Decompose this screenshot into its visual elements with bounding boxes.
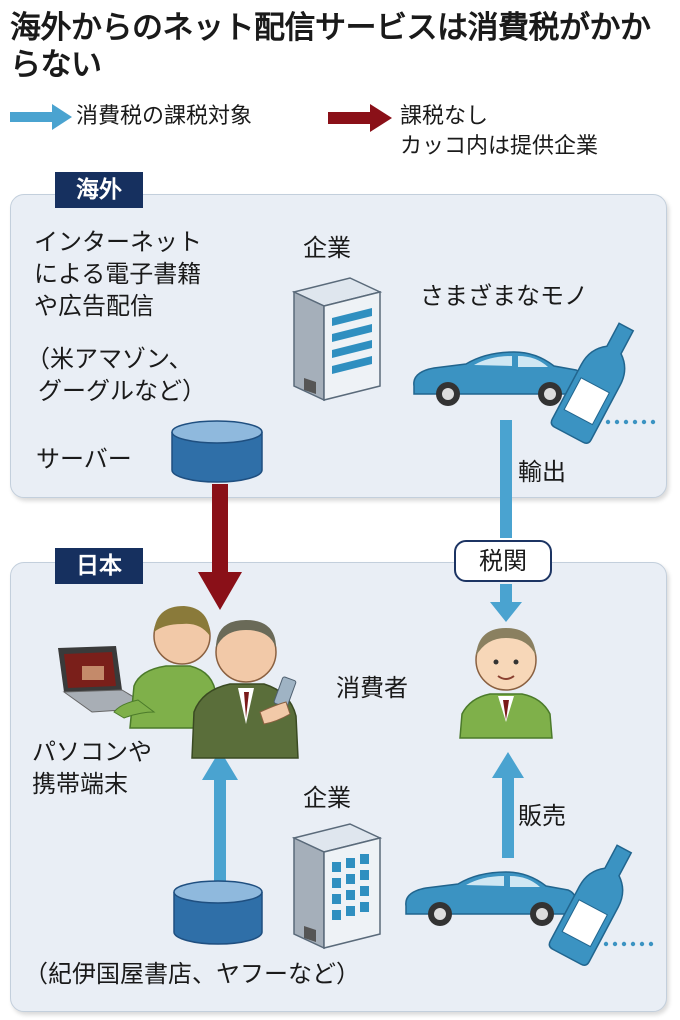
overseas-server-icon bbox=[171, 420, 263, 483]
overseas-bottle-icon bbox=[550, 322, 635, 444]
consumer-label: 消費者 bbox=[336, 674, 408, 702]
page-title: 海外からのネット配信サービスは消費税がかからない bbox=[10, 10, 651, 83]
overseas-company-label: 企業 bbox=[303, 234, 351, 262]
untaxed-flow-arrow bbox=[198, 484, 242, 610]
japan-providers-label: （紀伊国屋書店、ヤフーなど） bbox=[24, 960, 360, 988]
overseas-content-line3: や広告配信 bbox=[34, 292, 154, 320]
taxed-arrow-legend-icon bbox=[10, 104, 72, 130]
export-label: 輸出 bbox=[518, 458, 566, 486]
devices-line1: パソコンや bbox=[32, 738, 152, 766]
legend-taxed-label: 消費税の課税対象 bbox=[76, 104, 253, 129]
overseas-server-label: サーバー bbox=[36, 445, 132, 473]
sales-arrow bbox=[492, 752, 524, 858]
overseas-building-icon bbox=[291, 277, 383, 402]
untaxed-arrow-legend-icon bbox=[328, 104, 392, 132]
japan-company-to-devices-arrow bbox=[202, 750, 238, 890]
export-arrow bbox=[500, 420, 512, 538]
overseas-content-line1: インターネット bbox=[34, 228, 202, 256]
devices-line2: 携帯端末 bbox=[32, 770, 128, 798]
overseas-more-goods-icon bbox=[605, 419, 656, 425]
japan-building-icon bbox=[291, 823, 383, 950]
phone-user-icon bbox=[191, 620, 299, 759]
overseas-car-icon bbox=[413, 351, 586, 406]
customs-to-consumer-arrow bbox=[490, 584, 522, 622]
sales-label: 販売 bbox=[518, 802, 566, 830]
japan-more-goods-icon bbox=[603, 941, 654, 947]
overseas-providers-line1: （米アマゾン、 bbox=[26, 345, 193, 373]
overseas-goods-label: さまざまなモノ bbox=[420, 282, 588, 310]
legend-untaxed-label: 課税なし bbox=[400, 104, 489, 129]
legend-untaxed-note: カッコ内は提供企業 bbox=[400, 134, 599, 159]
overseas-content-line2: による電子書籍 bbox=[34, 260, 202, 288]
customs-label: 税関 bbox=[454, 540, 552, 582]
overseas-tag: 海外 bbox=[55, 172, 143, 208]
japan-tag: 日本 bbox=[55, 548, 143, 584]
consumer-icon bbox=[459, 628, 553, 739]
overseas-providers-line2: グーグルなど） bbox=[38, 377, 206, 405]
japan-server-icon bbox=[173, 880, 263, 945]
japan-bottle-icon bbox=[548, 844, 633, 966]
japan-company-label: 企業 bbox=[303, 784, 351, 812]
